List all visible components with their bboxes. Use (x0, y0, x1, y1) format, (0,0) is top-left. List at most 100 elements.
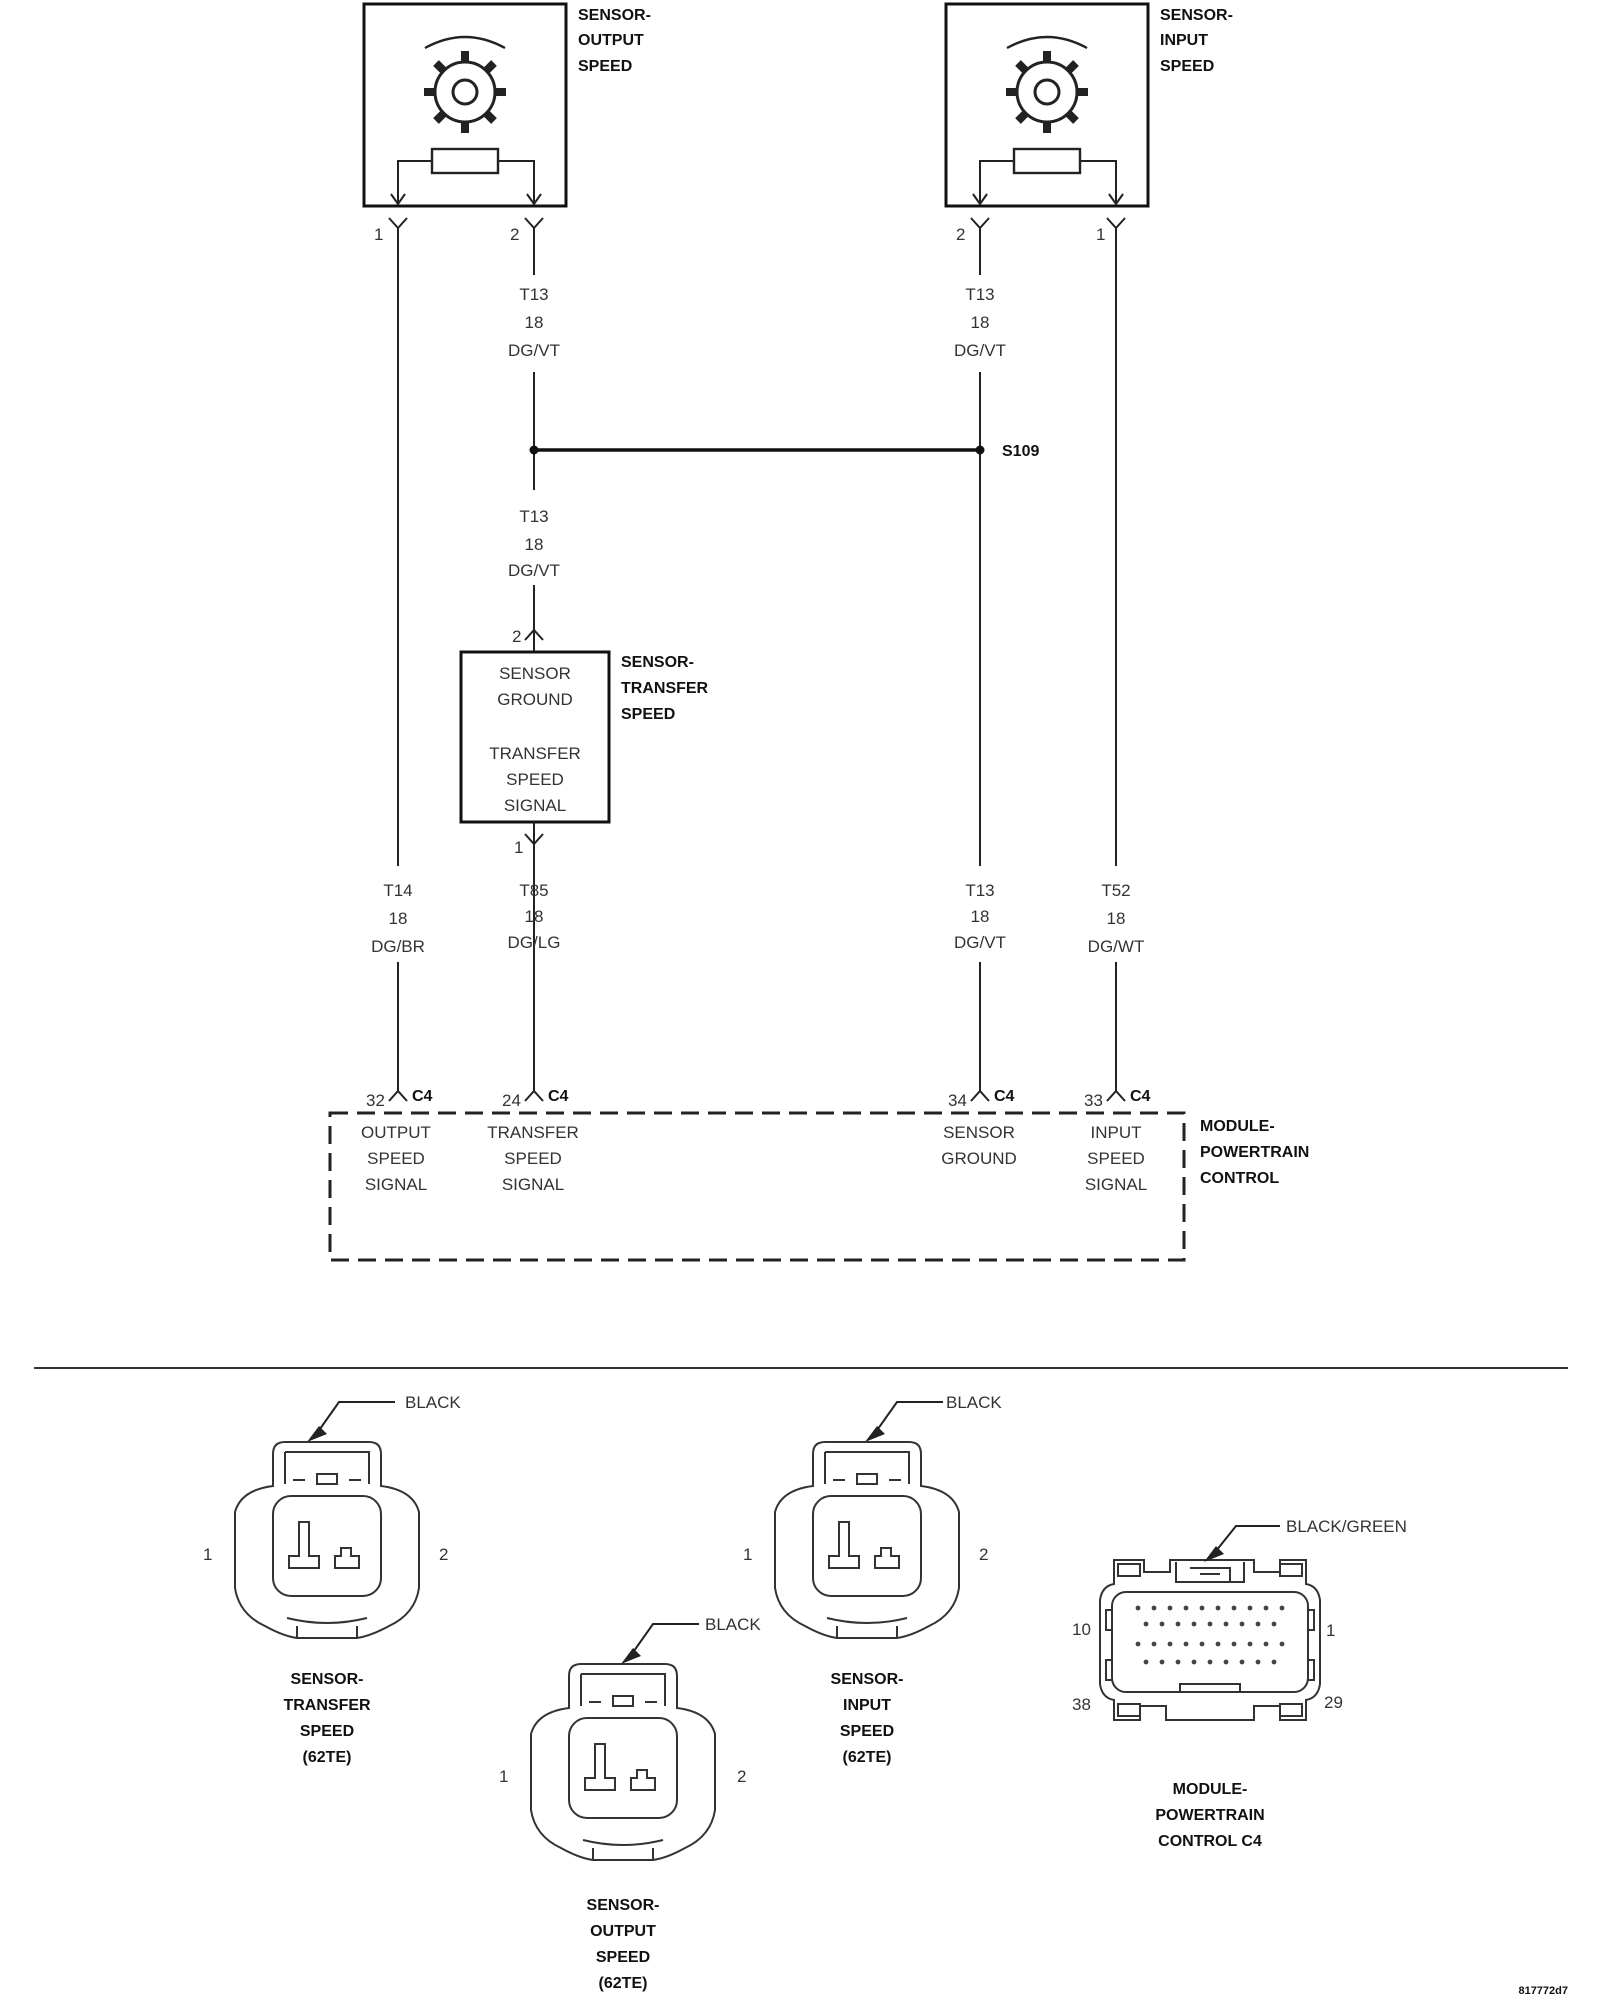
connector-label: SPEED (840, 1723, 894, 1740)
wire-gauge: 18 (971, 907, 990, 926)
pin-number: 1 (1096, 225, 1105, 244)
connector-id: C4 (548, 1088, 569, 1105)
connector-color: BLACK/GREEN (1286, 1517, 1407, 1536)
pin-number: 1 (514, 838, 523, 857)
connector-pin-marks: 1 2 2 1 (374, 217, 1126, 244)
wire-color: DG/VT (954, 933, 1006, 952)
connector-transfer-speed: BLACK 1 2 SENSOR- TRANSFER SPEED (62TE) (203, 1393, 461, 1766)
connector-color: BLACK (405, 1393, 461, 1412)
pin-grid (1135, 1605, 1285, 1665)
wire-gauge: 18 (389, 909, 408, 928)
connector-label: SPEED (596, 1949, 650, 1966)
connector-input-speed: BLACK 1 2 SENSOR- INPUT SPEED (62TE) (743, 1393, 1002, 1766)
connector-color: BLACK (946, 1393, 1002, 1412)
pin-number: 33 (1084, 1091, 1103, 1110)
pin-number: 2 (512, 627, 521, 646)
pin-number: 2 (510, 225, 519, 244)
sensor-transfer-speed: 2 SENSOR GROUND TRANSFER SPEED SIGNAL SE… (459, 627, 709, 857)
sensor-label: SPEED (578, 58, 632, 75)
pin-function: INPUT (1091, 1123, 1142, 1142)
pin-function: SPEED (506, 770, 564, 789)
pin-number: 10 (1072, 1620, 1091, 1639)
sensor-label: INPUT (1160, 32, 1208, 49)
wire-gauge: 18 (525, 907, 544, 926)
connector-label: OUTPUT (590, 1923, 656, 1940)
sensor-output-speed: SENSOR- OUTPUT SPEED (362, 2, 651, 208)
pin-function: GROUND (497, 690, 573, 709)
wire-color: DG/LG (508, 933, 561, 952)
gear-icon (1006, 51, 1088, 133)
resistor-icon (430, 147, 500, 175)
pin-number: 1 (203, 1545, 212, 1564)
pin-number: 2 (737, 1767, 746, 1786)
connector-label: SENSOR- (291, 1671, 364, 1688)
wire-circuit: T85 (519, 881, 548, 900)
sensor-input-speed-box (944, 2, 1150, 208)
pin-function: GROUND (941, 1149, 1017, 1168)
connector-label: (62TE) (599, 1975, 648, 1992)
figure-id: 817772d7 (1518, 1985, 1568, 1997)
pin-number: 2 (439, 1545, 448, 1564)
pin-number: 34 (948, 1091, 967, 1110)
pin-number: 29 (1324, 1693, 1343, 1712)
wire-circuit: T13 (519, 285, 548, 304)
connector-id: C4 (1130, 1088, 1151, 1105)
pin-function: SENSOR (943, 1123, 1015, 1142)
pin-number: 24 (502, 1091, 521, 1110)
pin-number: 2 (979, 1545, 988, 1564)
pin-number: 32 (366, 1091, 385, 1110)
pin-function: SPEED (1087, 1149, 1145, 1168)
module-label: MODULE- (1200, 1118, 1275, 1135)
connector-label: TRANSFER (283, 1697, 371, 1714)
pin-number: 1 (743, 1545, 752, 1564)
resistor-icon (1012, 147, 1082, 175)
wire-label-t13-middle: T13 18 DG/VT (508, 507, 560, 580)
pin-function: SIGNAL (365, 1175, 427, 1194)
connector-id: C4 (412, 1088, 433, 1105)
wire-color: DG/VT (954, 341, 1006, 360)
connector-color: BLACK (705, 1615, 761, 1634)
wire-label-t13-upper-left: T13 18 DG/VT (508, 285, 560, 360)
sensor-input-speed: SENSOR- INPUT SPEED (944, 2, 1233, 208)
wire-gauge: 18 (525, 313, 544, 332)
wire-color: DG/WT (1088, 937, 1145, 956)
wire-label-t13-lower: T13 18 DG/VT (954, 881, 1006, 952)
pin-function: SIGNAL (1085, 1175, 1147, 1194)
rotation-arc (424, 35, 506, 50)
gear-icon (424, 51, 506, 133)
sensor-label: SENSOR- (621, 654, 694, 671)
connector-label: MODULE- (1173, 1781, 1248, 1798)
pin-function: SIGNAL (504, 796, 566, 815)
connector-label: (62TE) (303, 1749, 352, 1766)
wire-label-t85: T85 18 DG/LG (508, 881, 561, 952)
wire-color: DG/VT (508, 341, 560, 360)
connector-id: C4 (994, 1088, 1015, 1105)
sensor-label: SPEED (621, 706, 675, 723)
wire-circuit: T52 (1101, 881, 1130, 900)
pcm-dashed-box (328, 1111, 1186, 1262)
pin-function: SPEED (504, 1149, 562, 1168)
pointer-arrow-icon (865, 1401, 943, 1442)
wire-circuit: T13 (965, 285, 994, 304)
sensor-label: SPEED (1160, 58, 1214, 75)
wire-circuit: T13 (965, 881, 994, 900)
wire-gauge: 18 (525, 535, 544, 554)
connector-label: SENSOR- (831, 1671, 904, 1688)
connector-label: CONTROL C4 (1158, 1833, 1262, 1850)
pin-number: 1 (374, 225, 383, 244)
module-label: CONTROL (1200, 1170, 1279, 1187)
pin-number: 38 (1072, 1695, 1091, 1714)
connector-output-speed: BLACK 1 2 SENSOR- OUTPUT SPEED (62TE) (499, 1615, 761, 1992)
splice-s109: S109 (529, 443, 1039, 460)
connector-label: POWERTRAIN (1155, 1807, 1264, 1824)
pin-function: TRANSFER (487, 1123, 579, 1142)
pin-function: SPEED (367, 1149, 425, 1168)
pin-number: 1 (499, 1767, 508, 1786)
pcm-module: 32 24 34 33 C4 C4 C4 C4 OUTPUT SPEED SIG… (328, 1088, 1309, 1262)
pointer-arrow-icon (621, 1623, 699, 1664)
connector-pcm-c4: BLACK/GREEN 10 1 38 29 MODULE- POWERTRAI… (1072, 1517, 1407, 1850)
splice-label: S109 (1002, 443, 1039, 460)
wire-gauge: 18 (1107, 909, 1126, 928)
sensor-output-speed-box (362, 2, 568, 208)
